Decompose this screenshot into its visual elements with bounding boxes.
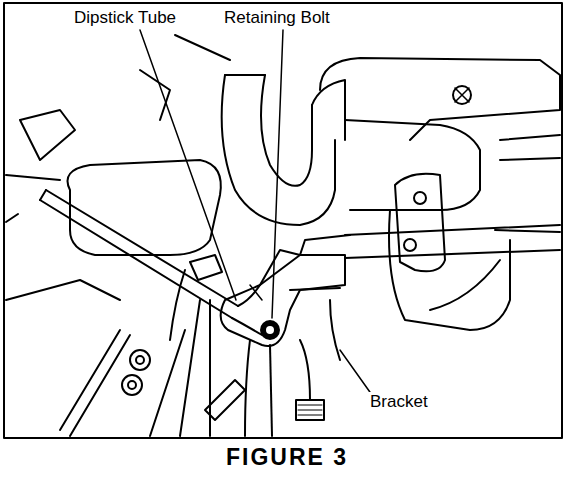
leader-line: [140, 30, 236, 300]
part-label: Dipstick Tube: [72, 8, 178, 27]
leader-line: [272, 30, 283, 318]
engine-parts: [6, 30, 560, 436]
part-label: Retaining Bolt: [222, 8, 332, 27]
part-label: Bracket: [368, 392, 430, 411]
figure-caption: FIGURE 3: [226, 444, 348, 471]
figure-frame: [4, 3, 562, 438]
leader-line: [340, 350, 372, 395]
